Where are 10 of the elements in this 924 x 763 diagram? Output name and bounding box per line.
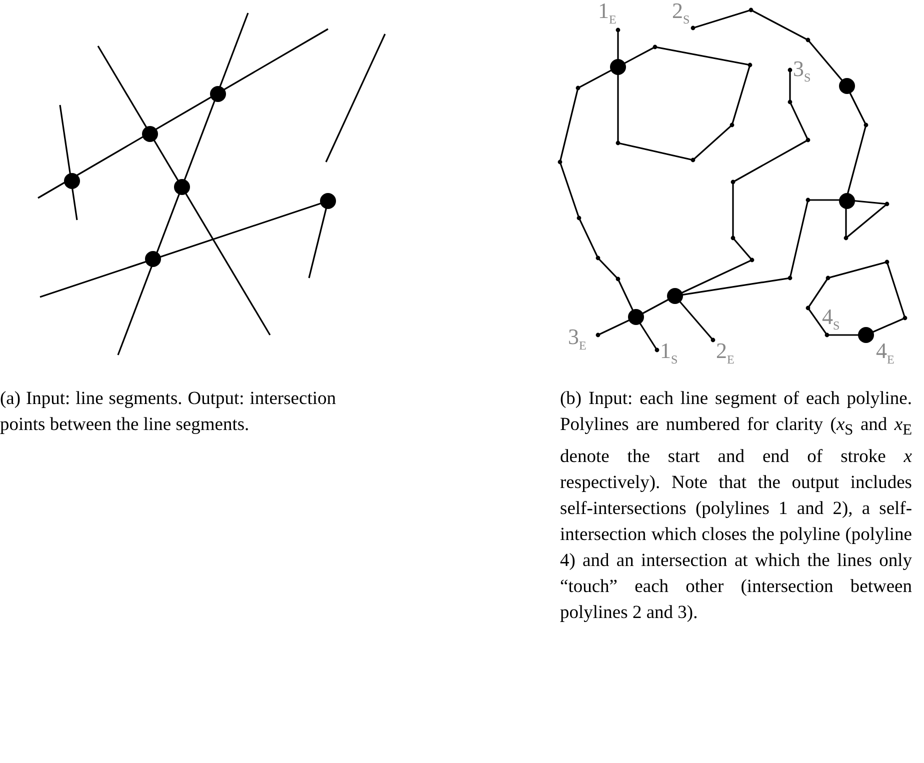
caption-text: (a) Input: line segments. Output: intersection points between the line segments. [0,388,336,437]
stroke-label: 4$_{E}$ [876,340,894,366]
stroke-label: 1$_{E}$ [598,0,616,26]
stroke-label: 2$_{E}$ [716,340,734,366]
stroke-label: 3$_{E}$ [568,326,586,352]
stroke-label: 2$_{S}$ [672,0,690,26]
stroke-label: 1$_{S}$ [660,340,678,366]
stroke-label: 4$_{S}$ [822,306,840,332]
caption-text: (b) Input: each line segment of each polyline. Polylines are numbered for clarity (x$_{S}$ and x$_{E}$ denote the start and end of stroke x respectively). Note that the output includes self-intersections (polylines 1 and 2), a self-intersection which closes the polyline (polyline 4) and an intersection at which the lines only “touch” each other (intersection between polylines 2 and 3). [560,388,912,625]
stroke-label: 3$_{S}$ [793,58,811,84]
